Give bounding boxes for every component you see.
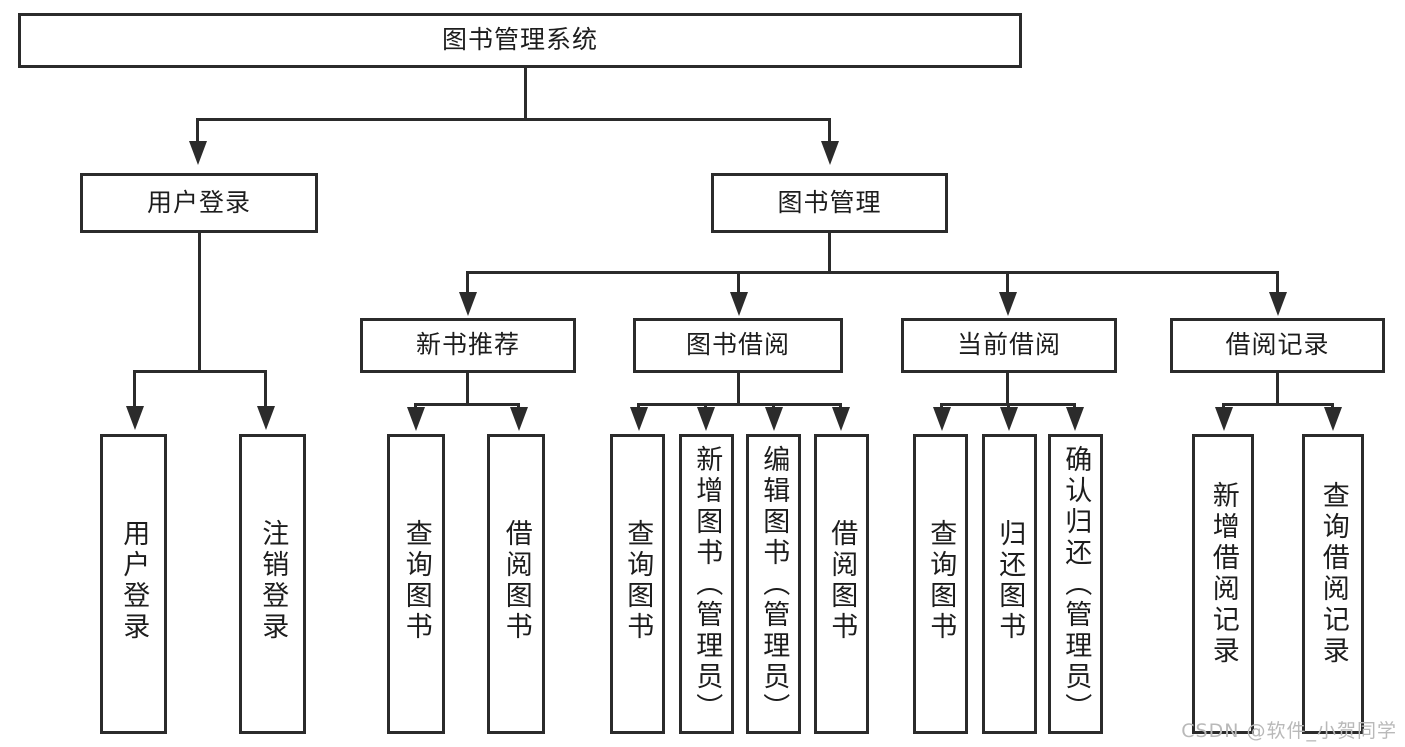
- connector-borrow-drop-3: [772, 403, 775, 409]
- connector-user-login-drop-1: [133, 370, 136, 408]
- connector-book-manage-drop-4: [1276, 271, 1279, 294]
- connector-record-drop-2: [1331, 403, 1334, 409]
- node-leaf-borrow-add[interactable]: 新增图书（管理员）: [679, 434, 734, 734]
- connector-user-login-stem: [198, 233, 201, 370]
- arrow-to-leaf-current-1: [933, 407, 951, 431]
- node-leaf-borrow-add-label: 新增图书（管理员）: [691, 445, 723, 724]
- node-leaf-record-query[interactable]: 查询借阅记录: [1302, 434, 1364, 734]
- node-leaf-newbook-query-label: 查询图书: [400, 519, 432, 643]
- node-book-manage-label: 图书管理: [777, 187, 882, 217]
- node-leaf-borrow-query[interactable]: 查询图书: [610, 434, 665, 734]
- connector-book-manage-stem: [828, 233, 831, 271]
- connector-borrow-stem: [737, 373, 740, 403]
- node-current-borrow-label: 当前借阅: [956, 330, 1061, 360]
- connector-book-manage-bus: [466, 271, 1279, 274]
- connector-current-drop-3: [1073, 403, 1076, 409]
- arrow-to-leaf-record-2: [1324, 407, 1342, 431]
- node-leaf-logout[interactable]: 注销登录: [239, 434, 306, 734]
- node-leaf-record-add[interactable]: 新增借阅记录: [1192, 434, 1254, 734]
- node-leaf-user-login[interactable]: 用户登录: [100, 434, 167, 734]
- node-book-borrow[interactable]: 图书借阅: [633, 318, 843, 373]
- node-book-borrow-label: 图书借阅: [685, 330, 790, 360]
- connector-record-drop-1: [1222, 403, 1225, 409]
- arrow-to-leaf-user-login-2: [257, 406, 275, 430]
- connector-book-manage-drop-2: [737, 271, 740, 294]
- connector-root-bus: [196, 118, 831, 121]
- arrow-to-book-manage: [821, 141, 839, 165]
- connector-root-stem: [524, 68, 527, 118]
- arrow-to-leaf-user-login-1: [126, 406, 144, 430]
- arrow-to-leaf-current-2: [1000, 407, 1018, 431]
- node-leaf-borrow-query-label: 查询图书: [622, 519, 654, 643]
- arrow-to-user-login: [189, 141, 207, 165]
- node-borrow-record-label: 借阅记录: [1225, 330, 1330, 360]
- connector-record-bus: [1222, 403, 1334, 406]
- arrow-to-new-book-rec: [459, 292, 477, 316]
- node-leaf-newbook-query[interactable]: 查询图书: [387, 434, 445, 734]
- node-user-login-label: 用户登录: [146, 187, 251, 217]
- connector-newbook-bus: [414, 403, 520, 406]
- node-leaf-current-return[interactable]: 归还图书: [982, 434, 1037, 734]
- node-leaf-current-query[interactable]: 查询图书: [913, 434, 968, 734]
- connector-user-login-bus: [133, 370, 267, 373]
- connector-book-manage-drop-3: [1006, 271, 1009, 294]
- node-leaf-user-login-label: 用户登录: [118, 519, 150, 643]
- connector-borrow-drop-1: [637, 403, 640, 409]
- arrow-to-leaf-record-1: [1215, 407, 1233, 431]
- node-leaf-borrow-edit[interactable]: 编辑图书（管理员）: [746, 434, 801, 734]
- node-leaf-record-query-label: 查询借阅记录: [1317, 481, 1349, 667]
- arrow-to-leaf-newbook-1: [407, 407, 425, 431]
- arrow-to-leaf-borrow-2: [697, 407, 715, 431]
- connector-root-left-drop: [196, 118, 199, 143]
- connector-borrow-drop-4: [839, 403, 842, 409]
- arrow-to-leaf-current-3: [1066, 407, 1084, 431]
- connector-newbook-drop-1: [414, 403, 417, 409]
- node-leaf-borrow-edit-label: 编辑图书（管理员）: [758, 445, 790, 724]
- arrow-to-current-borrow: [999, 292, 1017, 316]
- node-leaf-current-confirm-label: 确认归还（管理员）: [1060, 445, 1092, 724]
- connector-borrow-bus: [637, 403, 842, 406]
- node-leaf-current-return-label: 归还图书: [994, 519, 1026, 643]
- node-user-login[interactable]: 用户登录: [80, 173, 318, 233]
- connector-current-drop-1: [940, 403, 943, 409]
- node-leaf-borrow-do-label: 借阅图书: [826, 519, 858, 643]
- connector-borrow-drop-2: [704, 403, 707, 409]
- connector-current-drop-2: [1007, 403, 1010, 409]
- node-leaf-newbook-borrow[interactable]: 借阅图书: [487, 434, 545, 734]
- node-leaf-current-query-label: 查询图书: [925, 519, 957, 643]
- connector-user-login-drop-2: [264, 370, 267, 408]
- node-borrow-record[interactable]: 借阅记录: [1170, 318, 1385, 373]
- node-current-borrow[interactable]: 当前借阅: [901, 318, 1117, 373]
- node-leaf-current-confirm[interactable]: 确认归还（管理员）: [1048, 434, 1103, 734]
- connector-newbook-drop-2: [517, 403, 520, 409]
- connector-book-manage-drop-1: [466, 271, 469, 294]
- connector-newbook-stem: [466, 373, 469, 403]
- connector-root-right-drop: [828, 118, 831, 143]
- arrow-to-book-borrow: [730, 292, 748, 316]
- arrow-to-borrow-record: [1269, 292, 1287, 316]
- node-book-manage[interactable]: 图书管理: [711, 173, 948, 233]
- arrow-to-leaf-borrow-1: [630, 407, 648, 431]
- node-root-system-label: 图书管理系统: [441, 25, 598, 55]
- node-root-system[interactable]: 图书管理系统: [18, 13, 1022, 68]
- node-new-book-rec-label: 新书推荐: [415, 330, 520, 360]
- connector-record-stem: [1276, 373, 1279, 403]
- arrow-to-leaf-borrow-4: [832, 407, 850, 431]
- arrow-to-leaf-newbook-2: [510, 407, 528, 431]
- node-new-book-rec[interactable]: 新书推荐: [360, 318, 576, 373]
- arrow-to-leaf-borrow-3: [765, 407, 783, 431]
- node-leaf-logout-label: 注销登录: [257, 519, 289, 643]
- node-leaf-borrow-do[interactable]: 借阅图书: [814, 434, 869, 734]
- connector-current-stem: [1006, 373, 1009, 403]
- node-leaf-newbook-borrow-label: 借阅图书: [500, 519, 532, 643]
- node-leaf-record-add-label: 新增借阅记录: [1207, 481, 1239, 667]
